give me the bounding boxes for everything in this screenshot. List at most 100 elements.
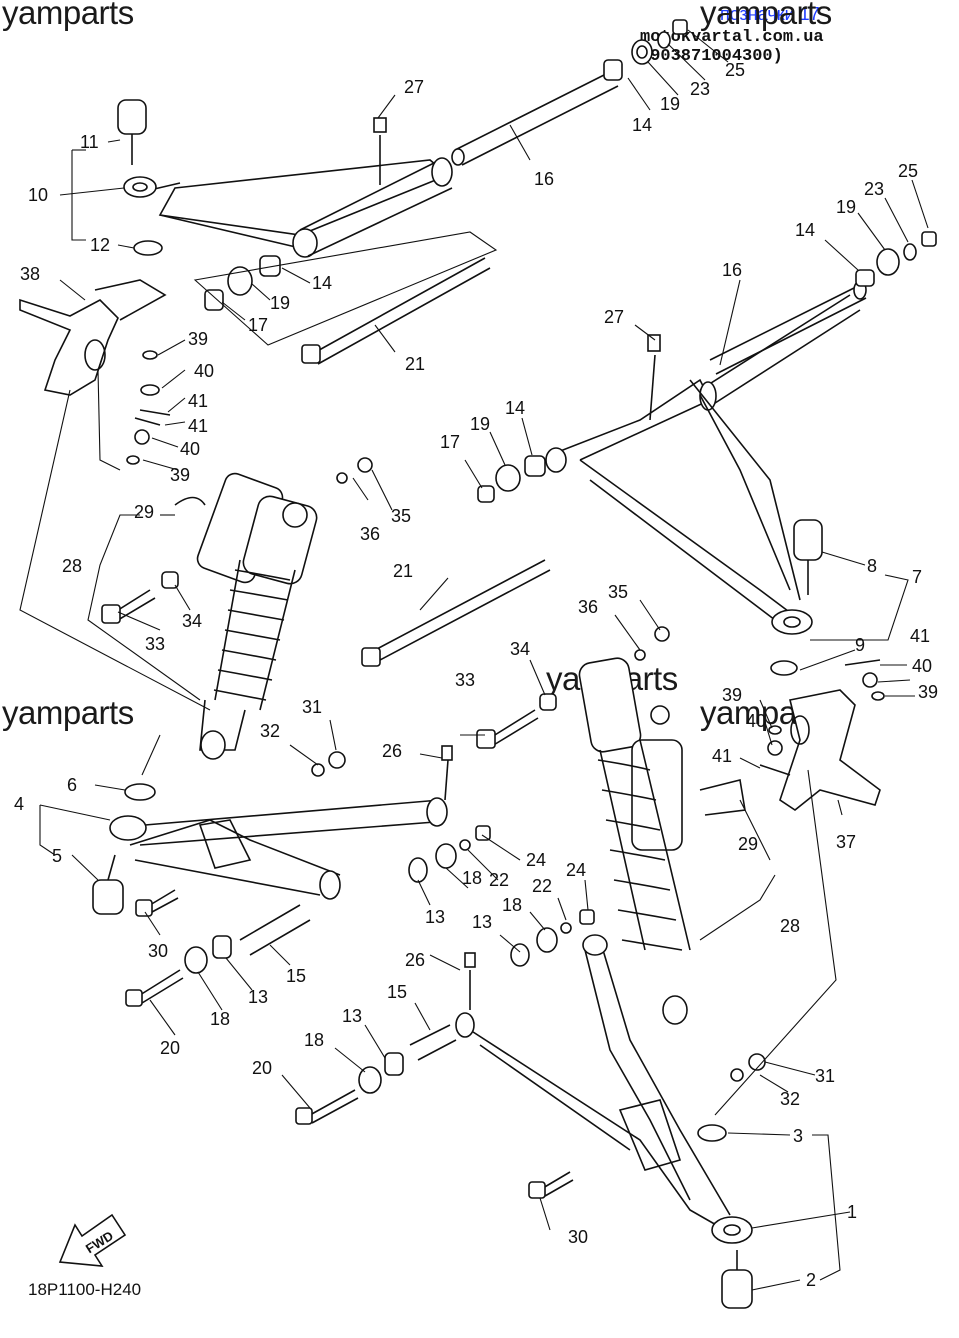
callout: 29 <box>738 834 758 854</box>
lower-arm-left <box>109 745 453 900</box>
callout: 13 <box>472 912 492 932</box>
leader-lines <box>39 29 929 1291</box>
callout: 38 <box>20 264 40 284</box>
callout: 5 <box>52 846 62 866</box>
ball-joint-2 <box>721 1250 753 1309</box>
callout: 26 <box>382 741 402 761</box>
watermark: yamparts <box>700 0 832 31</box>
callout: 14 <box>505 398 525 418</box>
callout: 36 <box>578 597 598 617</box>
callout: 23 <box>690 79 710 99</box>
bracket-box <box>193 231 498 346</box>
callout: 40 <box>194 361 214 381</box>
callout: 13 <box>425 907 445 927</box>
callout: 25 <box>725 60 745 80</box>
callout: 41 <box>188 391 208 411</box>
callout: 15 <box>286 966 306 986</box>
lower-left-hardware <box>125 751 491 1007</box>
circlip-3 <box>697 1124 727 1142</box>
callout: 31 <box>302 697 322 717</box>
callout: 21 <box>405 354 425 374</box>
callout: 35 <box>391 506 411 526</box>
callout: 19 <box>470 414 490 434</box>
callout: 25 <box>898 161 918 181</box>
callout: 40 <box>912 656 932 676</box>
circlip-12 <box>133 240 163 256</box>
callout: 41 <box>712 746 732 766</box>
callout: 39 <box>918 682 938 702</box>
callout: 20 <box>160 1038 180 1058</box>
callout: 22 <box>532 876 552 896</box>
callout: 14 <box>632 115 652 135</box>
callout: 4 <box>14 794 24 814</box>
callout: 35 <box>608 582 628 602</box>
callout: 19 <box>270 293 290 313</box>
callout: 28 <box>62 556 82 576</box>
bush-stack-upper-left <box>204 255 281 311</box>
shock-absorber-left <box>196 472 318 760</box>
callout: 7 <box>912 567 922 587</box>
callout: 31 <box>815 1066 835 1086</box>
watermark: yamparts <box>2 694 134 731</box>
callout: 21 <box>393 561 413 581</box>
ball-joint-8 <box>793 519 823 595</box>
callout: 23 <box>864 179 884 199</box>
callout: 12 <box>90 235 110 255</box>
fwd-arrow: FWD <box>58 1213 127 1267</box>
callout: 39 <box>170 465 190 485</box>
assembly-line-right <box>714 769 837 1116</box>
shock-bolt-left <box>101 457 373 624</box>
callout: 34 <box>182 611 202 631</box>
callout: 40 <box>746 711 766 731</box>
callout: 18 <box>210 1009 230 1029</box>
header-link[interactable]: позначки 17 <box>720 4 820 24</box>
lower-arm-right <box>455 934 753 1244</box>
callout: 17 <box>440 432 460 452</box>
bush-stack-right <box>855 231 937 287</box>
steering-knuckle-right <box>779 689 881 811</box>
callout: 22 <box>489 870 509 890</box>
callout: 18 <box>304 1030 324 1050</box>
callout: 3 <box>793 1126 803 1146</box>
callout: 39 <box>188 329 208 349</box>
shock-boot-29 <box>174 496 206 506</box>
callout: 20 <box>252 1058 272 1078</box>
upper-arm-right <box>545 294 861 635</box>
callout: 8 <box>867 556 877 576</box>
callout: 29 <box>134 502 154 522</box>
callout: 41 <box>188 416 208 436</box>
bolt-21-lower <box>361 559 551 667</box>
callout: 14 <box>795 220 815 240</box>
callout: 32 <box>260 721 280 741</box>
callout: 13 <box>342 1006 362 1026</box>
callout: 28 <box>780 916 800 936</box>
bolt-21-upper <box>301 257 491 365</box>
callout: 6 <box>67 775 77 795</box>
callout: 27 <box>404 77 424 97</box>
callout: 17 <box>248 315 268 335</box>
pivot-tube-right <box>709 280 867 375</box>
ball-joint-11 <box>117 99 147 165</box>
steering-knuckle-left <box>19 279 167 396</box>
callout: 24 <box>566 860 586 880</box>
callout: 30 <box>148 941 168 961</box>
callout: 14 <box>312 273 332 293</box>
callout: 40 <box>180 439 200 459</box>
callout: 33 <box>145 634 165 654</box>
callout: 39 <box>722 685 742 705</box>
ball-joint-5 <box>92 854 124 915</box>
pivot-tube-top <box>451 71 619 166</box>
callout: 36 <box>360 524 380 544</box>
callout: 15 <box>387 982 407 1002</box>
callout: 19 <box>836 197 856 217</box>
callout: 32 <box>780 1089 800 1109</box>
callout: 2 <box>806 1270 816 1290</box>
callout: 11 <box>80 132 99 152</box>
callout: 24 <box>526 850 546 870</box>
circlip-6 <box>124 783 156 801</box>
callout: 9 <box>855 635 865 655</box>
callout: 18 <box>502 895 522 915</box>
callout: 34 <box>510 639 530 659</box>
callout: 19 <box>660 94 680 114</box>
callout: 33 <box>455 670 475 690</box>
